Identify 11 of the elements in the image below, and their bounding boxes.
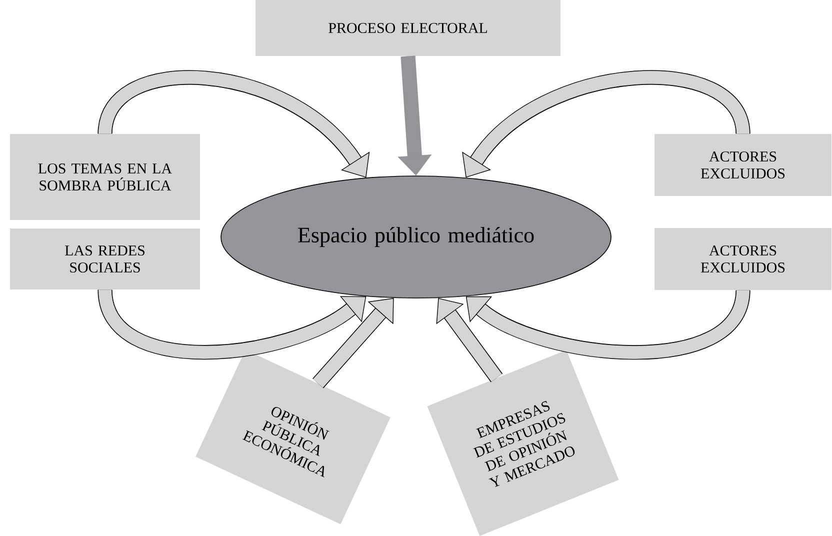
- block-arrow: [312, 298, 394, 388]
- block-arrow: [466, 288, 750, 360]
- block-arrow: [462, 70, 750, 178]
- block-arrow: [98, 288, 366, 360]
- label-box: ACTORES EXCLUIDOS: [654, 228, 832, 290]
- label-box: LOS TEMAS EN LA SOMBRA PÚBLICA: [10, 134, 200, 220]
- block-arrow: [436, 298, 503, 382]
- block-arrow: [98, 70, 370, 178]
- label-box: ACTORES EXCLUIDOS: [654, 134, 832, 196]
- label-box: PROCESO ELECTORAL: [256, 0, 560, 56]
- label-box: LAS REDES SOCIALES: [10, 228, 200, 290]
